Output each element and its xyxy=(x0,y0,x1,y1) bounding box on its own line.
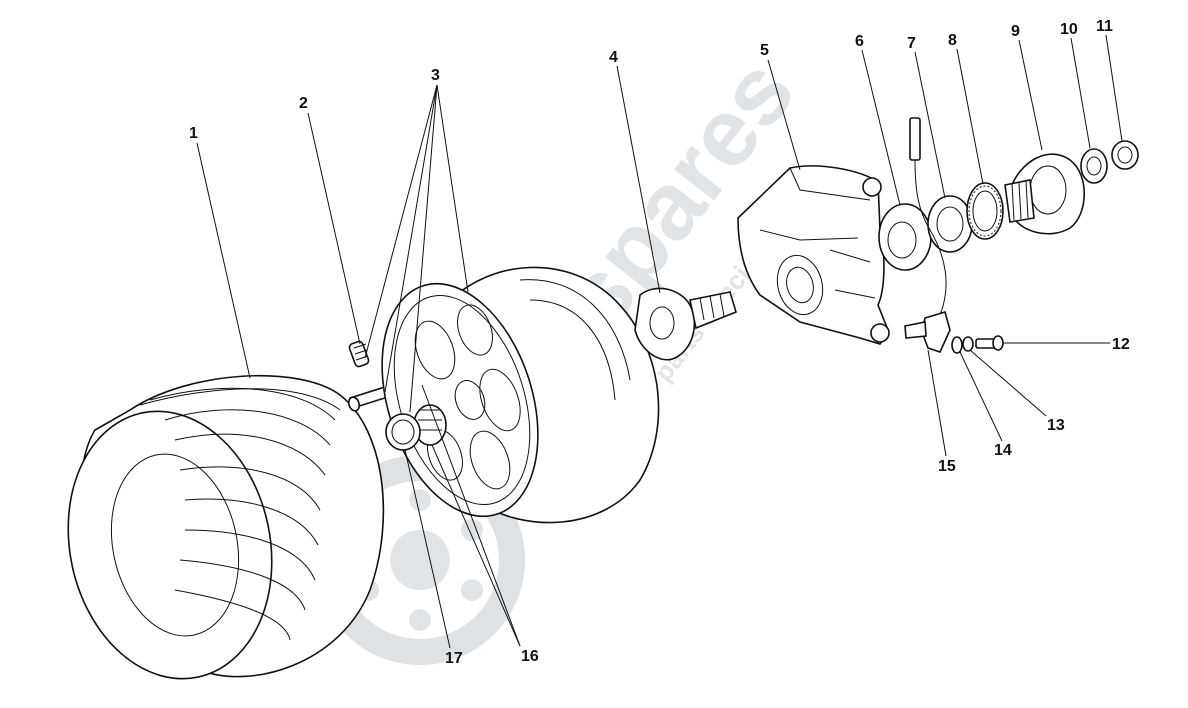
abs-speed-sensor xyxy=(904,117,951,353)
leader-2 xyxy=(307,112,361,345)
callout-11: 11 xyxy=(1096,18,1113,35)
callout-16: 16 xyxy=(521,648,539,665)
callout-7: 7 xyxy=(907,35,916,52)
emblem-cap xyxy=(385,413,421,451)
retaining-ring xyxy=(927,195,973,253)
tone-ring xyxy=(966,182,1004,240)
spring-washer xyxy=(962,336,974,352)
leader-3c xyxy=(409,84,438,413)
leader-3d xyxy=(436,84,469,293)
callout-10: 10 xyxy=(1060,21,1078,38)
leader-14 xyxy=(959,351,1003,442)
callout-17: 17 xyxy=(445,650,463,667)
leader-9 xyxy=(1018,39,1043,151)
callout-5: 5 xyxy=(760,42,769,59)
leader-13 xyxy=(969,349,1047,417)
leader-6 xyxy=(861,49,901,206)
leader-4 xyxy=(616,65,661,294)
tyre xyxy=(67,374,385,680)
wheel-bearing xyxy=(878,203,932,271)
wheel-bolt-long xyxy=(347,384,392,412)
hub-washer xyxy=(1080,148,1108,184)
leader-8 xyxy=(956,48,984,185)
callout-3: 3 xyxy=(431,67,440,84)
callout-1: 1 xyxy=(189,125,198,142)
leader-3b xyxy=(384,84,438,393)
sensor-screw xyxy=(975,335,1004,351)
leader-17 xyxy=(404,449,451,649)
wheel-rim xyxy=(381,266,660,524)
hub-nut xyxy=(1111,140,1139,170)
leader-5 xyxy=(767,59,801,171)
hub-carrier xyxy=(737,165,890,345)
callout-4: 4 xyxy=(609,49,618,66)
callout-labels: 1 2 3 4 5 6 7 8 9 10 11 12 13 14 15 16 1… xyxy=(189,18,1130,667)
leader-lines xyxy=(196,34,1123,649)
hub-flange xyxy=(634,287,737,361)
flat-washer xyxy=(951,336,963,354)
leader-7 xyxy=(914,51,946,199)
leader-11 xyxy=(1105,34,1123,142)
callout-8: 8 xyxy=(948,32,957,49)
leader-1 xyxy=(196,142,251,379)
leader-3a xyxy=(364,84,438,359)
callout-12: 12 xyxy=(1112,336,1130,353)
callout-13: 13 xyxy=(1047,417,1065,434)
callout-15: 15 xyxy=(938,458,956,475)
leader-15 xyxy=(927,349,947,457)
leader-10 xyxy=(1070,37,1091,149)
wheel-hub xyxy=(1004,153,1086,235)
callout-14: 14 xyxy=(994,442,1012,459)
callout-6: 6 xyxy=(855,33,864,50)
callout-2: 2 xyxy=(299,95,308,112)
callout-9: 9 xyxy=(1011,23,1020,40)
leader-16a xyxy=(431,444,521,647)
wheel-bolt-short xyxy=(348,340,370,368)
leader-16b xyxy=(421,384,521,647)
